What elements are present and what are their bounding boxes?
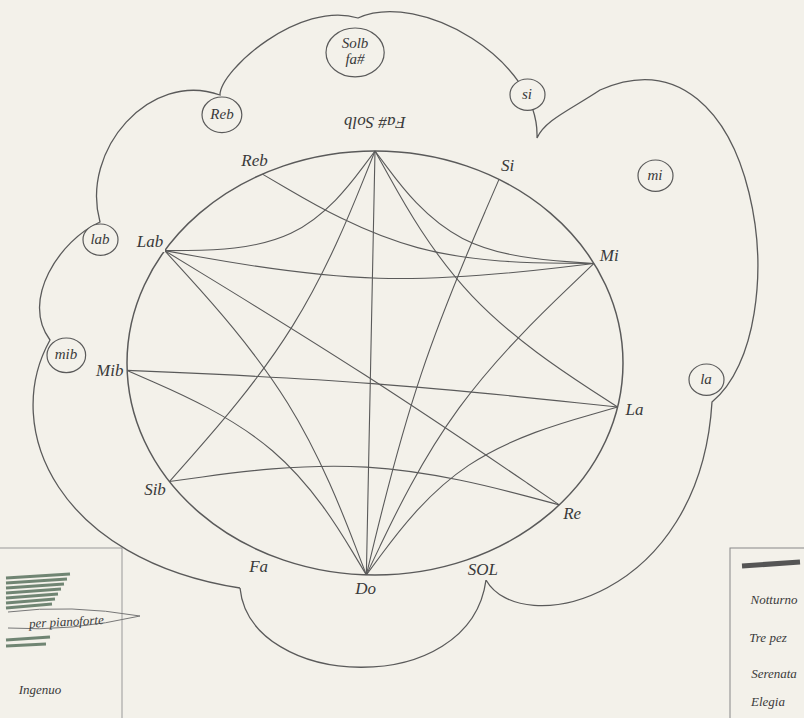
key-name: mi — [648, 168, 663, 184]
key-name: Fa — [247, 558, 270, 577]
key-name: Solb fa# — [337, 36, 373, 68]
star-line — [262, 174, 594, 263]
minor-key-circle: mib — [46, 337, 87, 374]
note-box — [730, 548, 804, 718]
note-text: per pianoforte — [26, 613, 105, 631]
star-line — [366, 179, 499, 574]
key-name: si — [522, 87, 532, 103]
star-line — [127, 370, 617, 407]
star-line — [169, 466, 559, 505]
star-line — [366, 151, 375, 575]
key-name: Mib — [94, 362, 125, 381]
note-text: Notturno — [749, 593, 800, 607]
star-line — [165, 251, 367, 575]
key-name: lab — [90, 232, 109, 248]
key-name: Reb — [239, 152, 269, 171]
note-box — [0, 548, 122, 718]
note-text: Tre pez — [747, 631, 788, 645]
minor-key-circle: mi — [637, 159, 674, 192]
star-line — [366, 263, 594, 574]
minor-key-circle: si — [509, 78, 546, 111]
minor-key-circle: lab — [82, 223, 119, 256]
key-name: SOL — [466, 561, 500, 580]
key-name: La — [624, 401, 646, 420]
key-name: Reb — [210, 107, 233, 123]
key-name: mib — [55, 347, 78, 363]
key-name: Lab — [135, 233, 165, 252]
key-circle — [127, 151, 623, 575]
key-name: Si — [499, 157, 516, 176]
star-line — [127, 370, 366, 574]
minor-key-circle: Solb fa# — [325, 27, 385, 78]
scribble — [742, 562, 800, 566]
star-line — [366, 407, 617, 575]
outer-loops — [33, 12, 758, 668]
key-name: Mi — [598, 247, 621, 266]
key-name: Do — [353, 580, 378, 599]
star-line — [375, 151, 594, 263]
note-text: Elegia — [749, 695, 787, 709]
note-text: Serenata — [749, 667, 799, 681]
key-name: Fa# Solb — [342, 112, 408, 131]
star-line — [375, 151, 618, 407]
key-name: Sib — [142, 481, 168, 500]
star-line — [165, 251, 560, 505]
minor-key-circle: la — [688, 363, 725, 396]
note-text: Ingenuo — [17, 683, 64, 697]
key-name: Re — [561, 505, 583, 524]
key-name: la — [700, 372, 712, 388]
scribble — [6, 574, 70, 646]
star-line — [165, 251, 594, 279]
star-line — [165, 151, 375, 251]
minor-key-circle: Reb — [201, 96, 243, 134]
